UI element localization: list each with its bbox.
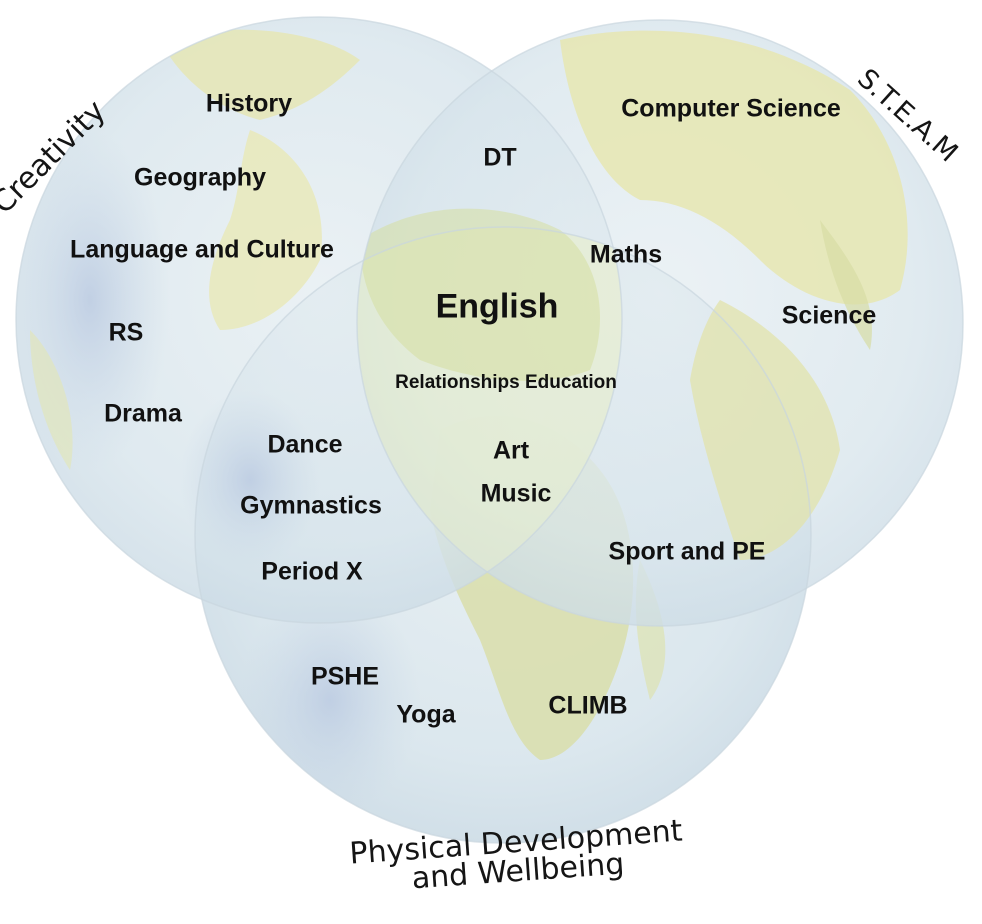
subject-geography: Geography: [134, 163, 266, 192]
subject-science: Science: [781, 301, 877, 330]
subject-language-and-culture: Language and Culture: [70, 235, 334, 264]
subject-yoga: Yoga: [396, 700, 456, 729]
subject-english: English: [435, 287, 559, 326]
subject-sport-and-pe: Sport and PE: [608, 537, 766, 566]
globe-steam: [357, 20, 963, 626]
subject-dt: DT: [483, 143, 517, 172]
subject-music: Music: [480, 479, 552, 508]
subject-rs: RS: [108, 318, 144, 347]
subject-dance: Dance: [267, 430, 343, 459]
subject-drama: Drama: [104, 399, 182, 428]
subject-pshe: PSHE: [310, 662, 380, 691]
subject-period-x: Period X: [261, 557, 363, 586]
subject-art: Art: [492, 436, 530, 465]
subject-maths: Maths: [589, 240, 663, 269]
subject-climb: CLIMB: [548, 691, 628, 720]
subject-relationships-education: Relationships Education: [395, 372, 617, 393]
subject-computer-science: Computer Science: [621, 94, 841, 123]
subject-history: History: [205, 89, 293, 118]
subject-gymnastics: Gymnastics: [240, 491, 382, 520]
